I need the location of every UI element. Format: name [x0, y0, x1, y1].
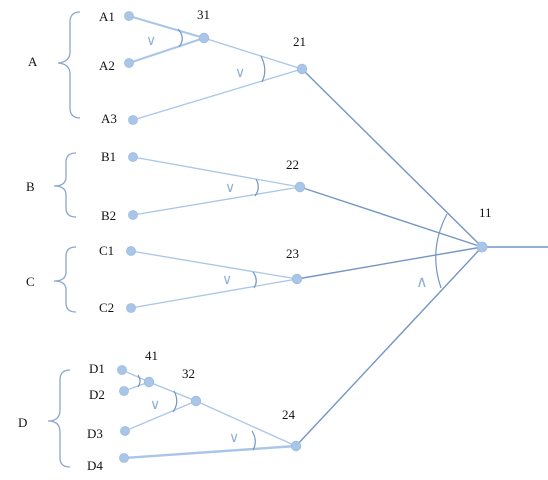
- node-41[interactable]: [143, 376, 155, 388]
- edge-b1-22: [132, 156, 301, 188]
- node-32[interactable]: [190, 395, 202, 407]
- label-41: 41: [145, 348, 158, 363]
- node-d4[interactable]: [119, 453, 129, 463]
- edge-23-11: [296, 246, 483, 280]
- edge-c2-23: [130, 278, 298, 309]
- gate-arc-32: [172, 390, 178, 413]
- edge-b2-22: [132, 186, 301, 216]
- or-gate-symbol-24: ∨: [229, 430, 239, 446]
- edge-31-21: [203, 37, 303, 70]
- node-a1[interactable]: [124, 11, 134, 21]
- label-d1: D1: [89, 361, 105, 376]
- node-11[interactable]: [476, 241, 488, 253]
- node-a2[interactable]: [124, 58, 134, 68]
- gate-arc-23: [252, 271, 257, 289]
- label-22: 22: [286, 157, 299, 172]
- label-c2: C2: [99, 300, 114, 315]
- gate-arc-11: [435, 213, 448, 289]
- or-gate-symbol-21: ∨: [235, 65, 245, 81]
- node-a3[interactable]: [128, 115, 138, 125]
- label-31: 31: [197, 7, 210, 22]
- gate-arc-22: [254, 178, 259, 197]
- edge-d4-24: [123, 444, 297, 460]
- gate-arc-31: [177, 28, 183, 48]
- label-a1: A1: [99, 9, 115, 24]
- label-a3: A3: [101, 111, 117, 126]
- bracket-a: [57, 11, 81, 119]
- gate-arc-24: [251, 430, 256, 451]
- node-21[interactable]: [296, 63, 308, 75]
- node-23[interactable]: [291, 273, 303, 285]
- label-11: 11: [479, 205, 492, 220]
- edge-c1-23: [130, 250, 298, 280]
- node-b2[interactable]: [128, 210, 138, 220]
- group-label-b: B: [26, 179, 35, 194]
- node-b1[interactable]: [128, 152, 138, 162]
- and-gate-symbol-11: ∧: [416, 272, 428, 291]
- edge-21-11: [301, 68, 483, 248]
- node-22[interactable]: [294, 181, 306, 193]
- edge-a2-31: [128, 36, 205, 65]
- group-label-d: D: [18, 415, 27, 430]
- group-label-a: A: [28, 54, 38, 69]
- label-21: 21: [293, 34, 306, 49]
- bracket-c: [53, 246, 77, 313]
- bracket-d: [47, 369, 71, 468]
- label-c1: C1: [99, 243, 114, 258]
- edge-24-11: [295, 246, 483, 447]
- node-24[interactable]: [290, 440, 302, 452]
- node-c2[interactable]: [126, 303, 136, 313]
- or-gate-symbol-31: ∨: [146, 33, 156, 49]
- bracket-b: [53, 152, 77, 218]
- edge-a1-31: [128, 14, 205, 40]
- or-gate-symbol-23: ∨: [222, 272, 232, 288]
- edge-a3-21: [132, 68, 303, 121]
- label-23: 23: [286, 246, 299, 261]
- or-gate-symbol-22: ∨: [225, 180, 235, 196]
- edge-d3-32: [124, 400, 197, 432]
- label-d3: D3: [87, 426, 103, 441]
- node-d3[interactable]: [120, 426, 130, 436]
- label-d4: D4: [87, 458, 103, 473]
- gate-arc-21: [260, 55, 266, 83]
- edge-41-32: [148, 381, 197, 402]
- edge-22-11: [299, 186, 483, 248]
- label-b2: B2: [101, 208, 116, 223]
- edge-32-24: [195, 400, 297, 447]
- label-b1: B1: [101, 149, 116, 164]
- gate-arc-41: [137, 374, 141, 388]
- label-d2: D2: [89, 387, 105, 402]
- label-a2: A2: [99, 58, 115, 73]
- or-gate-symbol-32: ∨: [150, 397, 160, 413]
- group-label-c: C: [26, 274, 35, 289]
- node-d1[interactable]: [117, 365, 127, 375]
- label-32: 32: [182, 366, 195, 381]
- node-c1[interactable]: [126, 246, 136, 256]
- label-24: 24: [282, 407, 296, 422]
- node-d2[interactable]: [119, 386, 129, 396]
- node-31[interactable]: [198, 32, 210, 44]
